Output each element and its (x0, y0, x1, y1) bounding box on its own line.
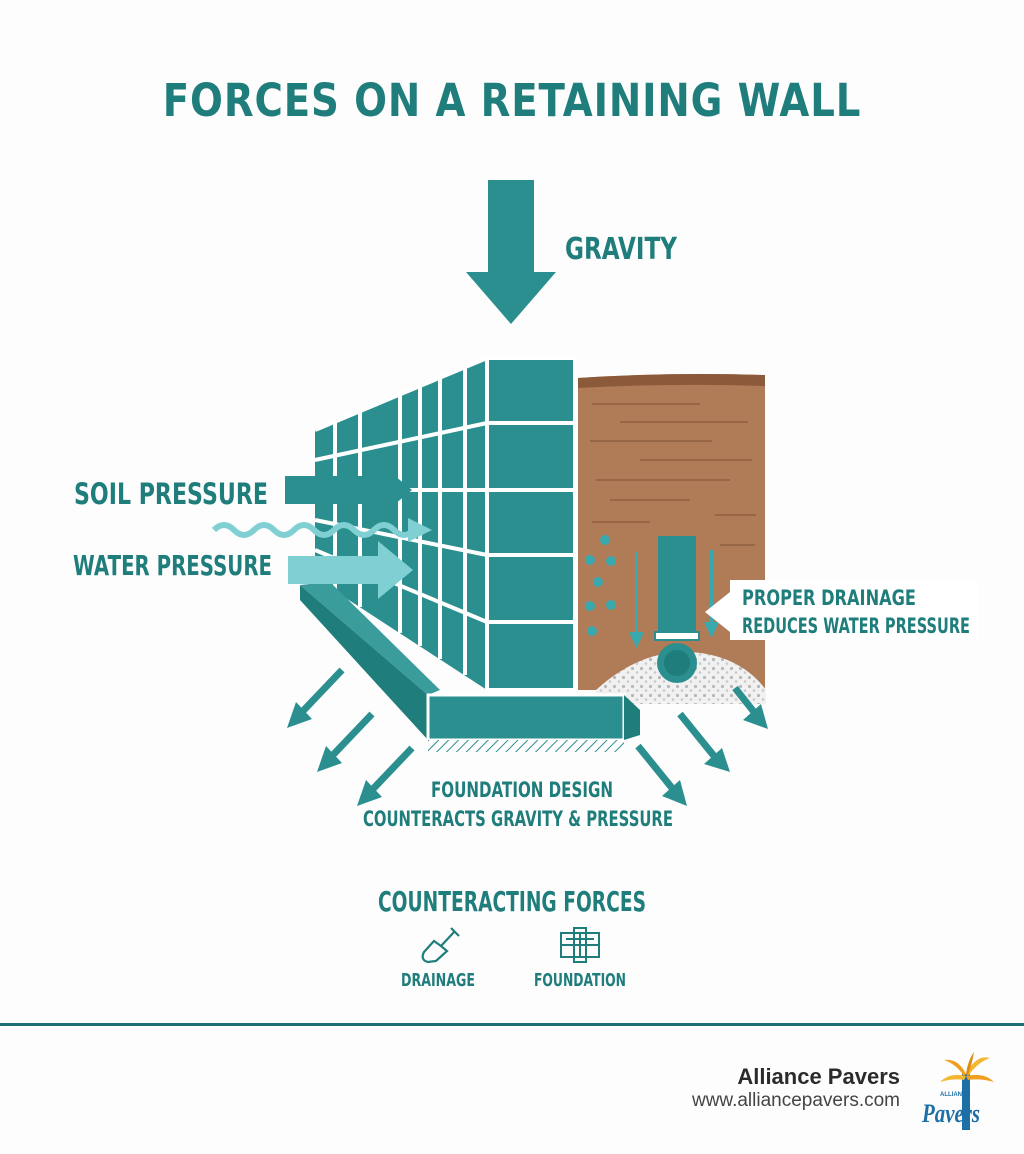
gravity-arrow (466, 180, 556, 324)
water-wave-arrow (211, 518, 432, 542)
water-droplets (585, 535, 616, 636)
palm-icon (940, 1052, 994, 1130)
counteracting-heading: COUNTERACTING FORCES (378, 885, 646, 918)
wall-footing (300, 582, 640, 752)
logo-big-text: Pavers (921, 1099, 980, 1128)
resistance-arrows (287, 667, 768, 806)
soil-pressure-label: SOIL PRESSURE (74, 477, 268, 511)
foundation-item-label: FOUNDATION (534, 970, 626, 991)
drain-pipe (654, 536, 700, 683)
foundation-label-line2: COUNTERACTS GRAVITY & PRESSURE (363, 807, 673, 831)
brand-name: Alliance Pavers (737, 1064, 900, 1089)
drainage-flow-arrows (629, 550, 719, 648)
drainage-item-label: DRAINAGE (401, 970, 475, 991)
shovel-icon (421, 927, 460, 964)
alliance-pavers-logo: ALLIANCE Pavers (921, 1052, 994, 1130)
footer-divider (0, 1023, 1024, 1026)
brand-url[interactable]: www.alliancepavers.com (691, 1090, 900, 1111)
soil-pressure-arrow (285, 462, 412, 518)
foundation-label-line1: FOUNDATION DESIGN (431, 778, 613, 802)
soil-mass (578, 374, 765, 690)
logo-small-text: ALLIANCE (940, 1092, 970, 1098)
foundation-icon (560, 927, 600, 963)
wall-front-column (485, 356, 577, 692)
retaining-wall-diagram: GRAVITY (73, 180, 978, 991)
drainage-label-line2: REDUCES WATER PRESSURE (742, 614, 970, 638)
drainage-callout: PROPER DRAINAGE REDUCES WATER PRESSURE (705, 580, 978, 640)
water-pressure-label: WATER PRESSURE (73, 549, 272, 582)
drainage-label-line1: PROPER DRAINAGE (742, 586, 916, 610)
water-pressure-arrow (288, 541, 413, 599)
page-title: FORCES ON A RETAINING WALL (162, 74, 862, 127)
gravity-label: GRAVITY (565, 232, 678, 267)
